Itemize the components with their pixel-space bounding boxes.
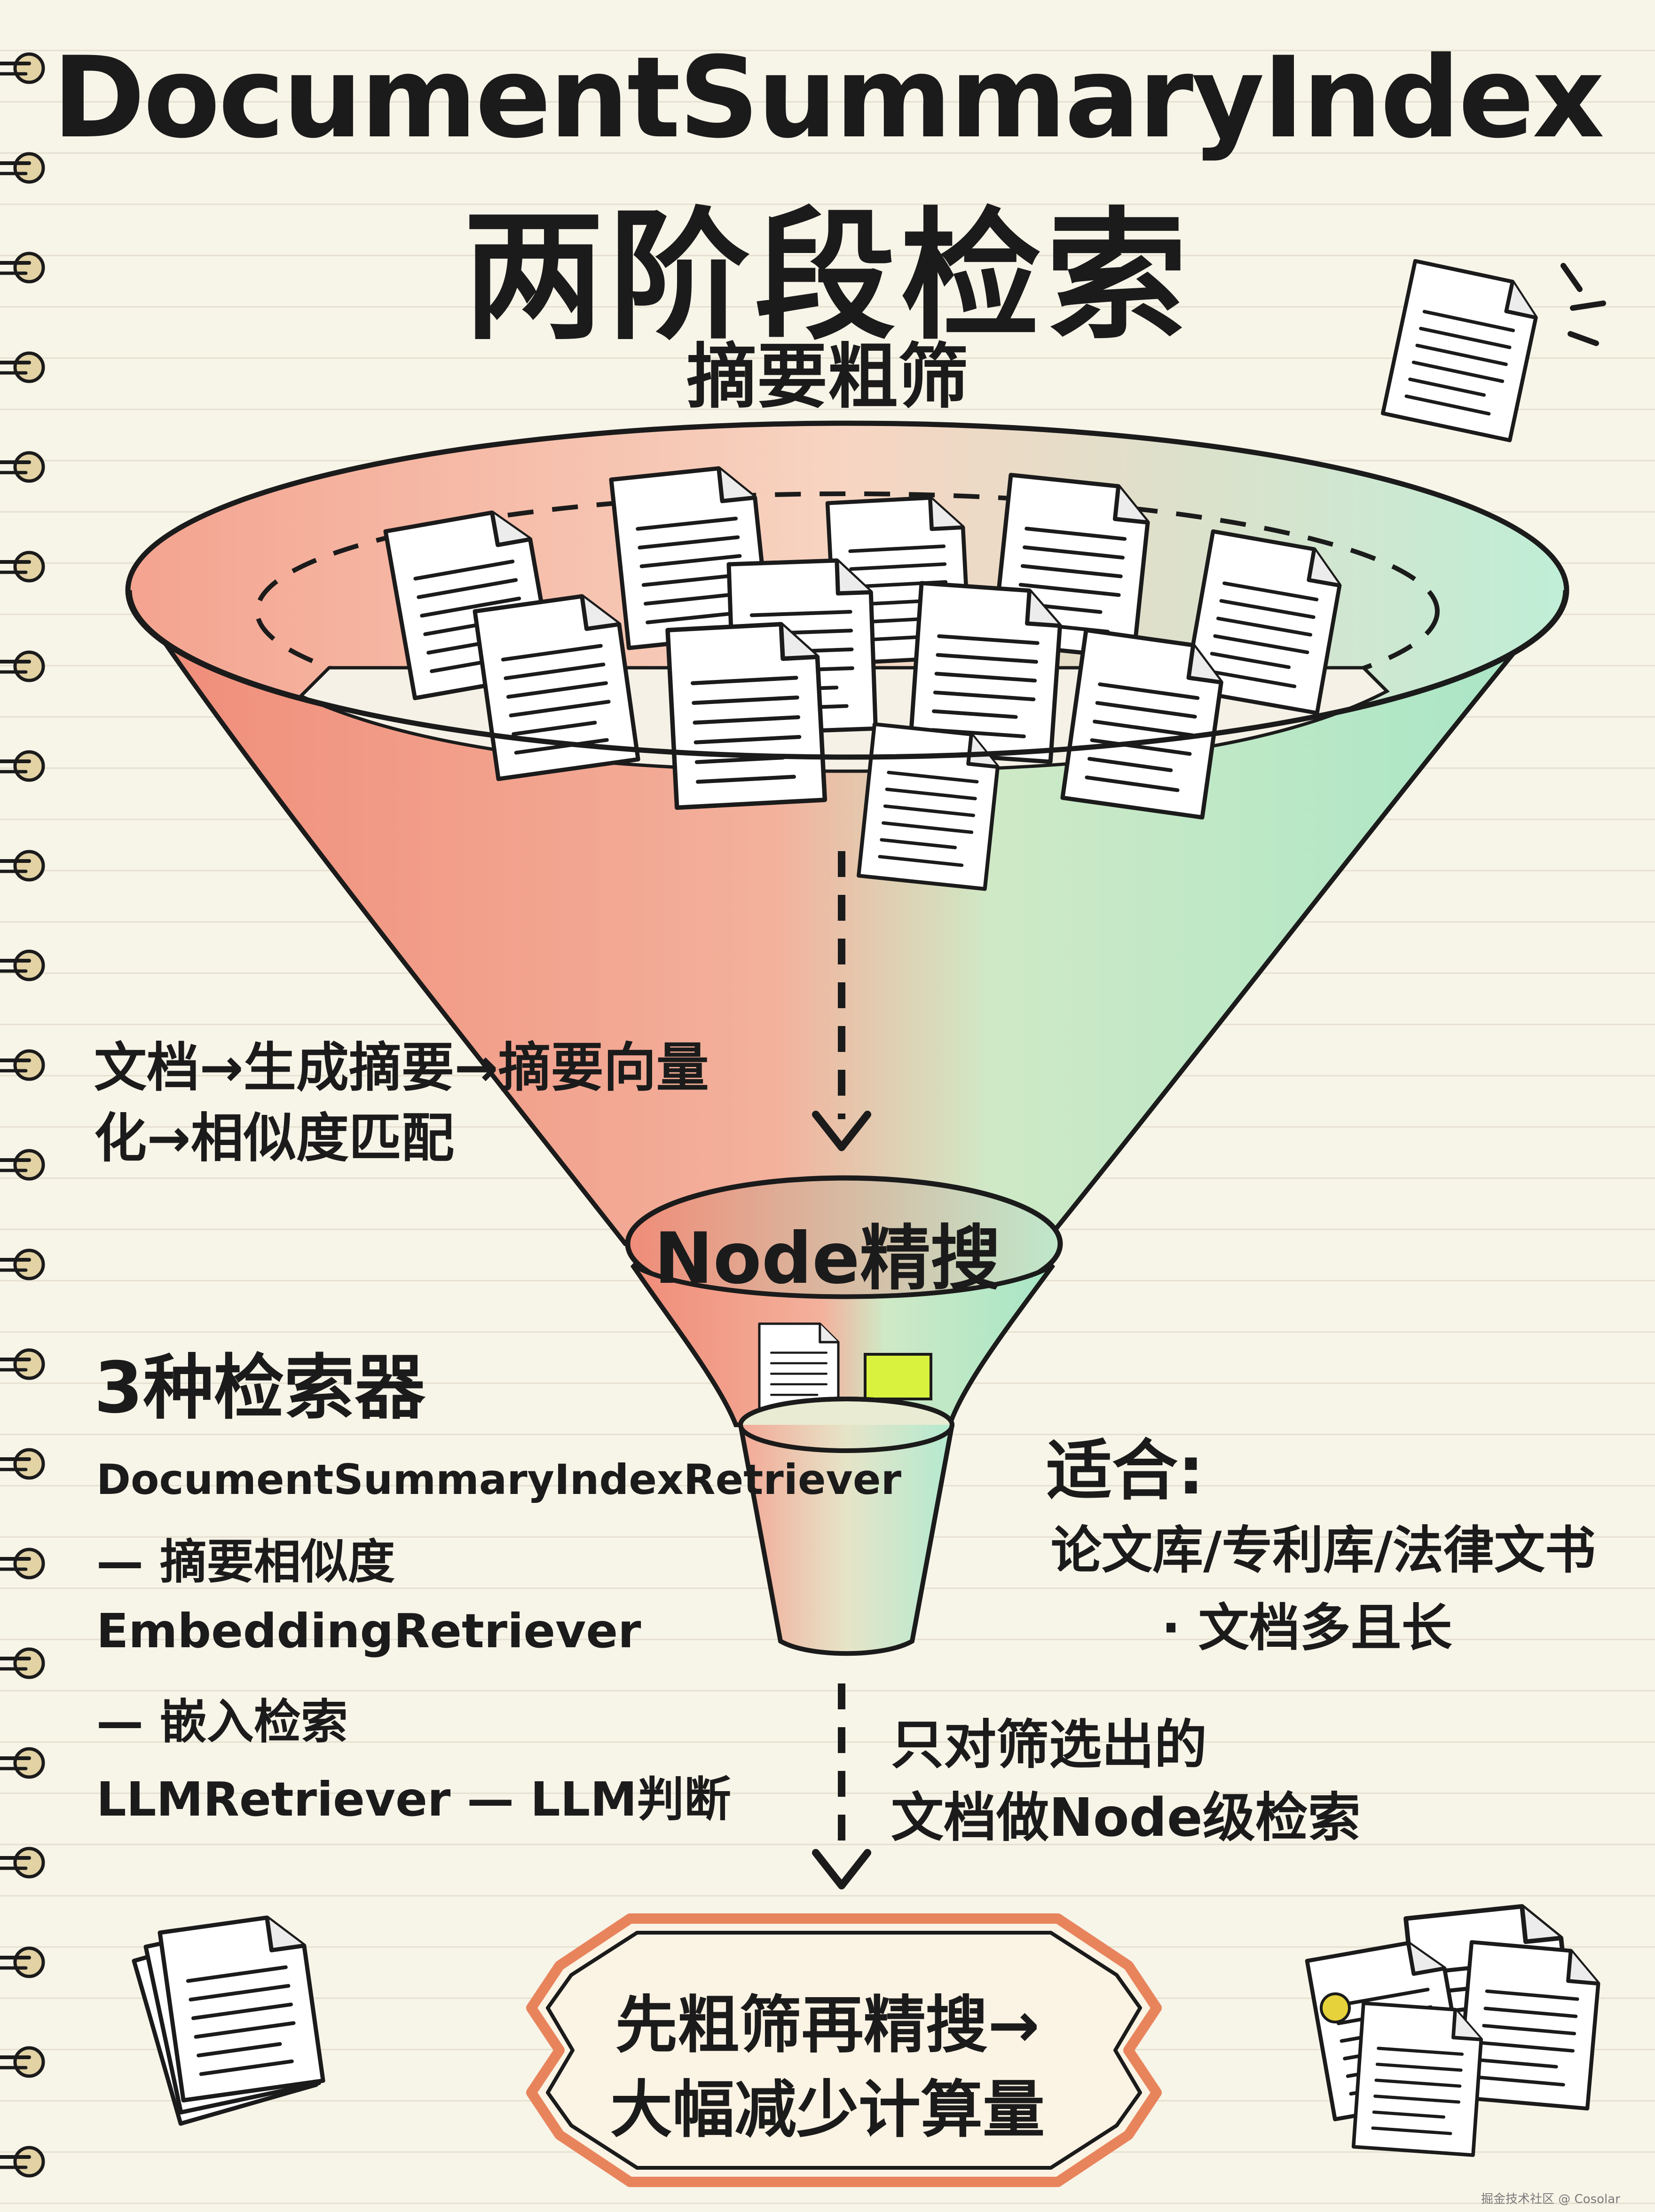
summary-line: 先粗筛再精搜→ (615, 1989, 1040, 2062)
summary-line: 大幅减少计算量 (610, 2074, 1045, 2146)
watermark: 掘金技术社区 @ Cosolar (1481, 2192, 1620, 2206)
spiral-binding-icon (0, 52, 45, 2178)
page-subtitle: 两阶段检索 (463, 195, 1192, 359)
note-line: 文档做Node级检索 (891, 1787, 1361, 1849)
retriever-item: — 嵌入检索 (96, 1694, 348, 1749)
retriever-item: DocumentSummaryIndexRetriever (96, 1455, 902, 1504)
suitable-line: 论文库/专利库/法律文书 (1051, 1521, 1596, 1580)
retrievers-title: 3种检索器 (94, 1347, 426, 1429)
stage1-label: 摘要粗筛 (686, 336, 969, 418)
document-icon (1383, 261, 1606, 440)
note-line: 只对筛选出的 (891, 1714, 1207, 1776)
summary-badge (526, 1913, 1162, 2187)
flow-text-line-2: 化→相似度匹配 (94, 1108, 454, 1169)
arrow-down-icon (812, 1111, 871, 1151)
retriever-item: EmbeddingRetriever (96, 1604, 641, 1659)
suitable-title: 适合: (1046, 1433, 1204, 1509)
flow-text-line-1: 文档→生成摘要→摘要向量 (94, 1037, 709, 1098)
retriever-item: LLMRetriever — LLM判断 (96, 1772, 731, 1827)
document-stack-icon (1307, 1903, 1601, 2155)
stage2-label: Node精搜 (654, 1218, 1001, 1300)
retriever-item: — 摘要相似度 (96, 1534, 395, 1589)
page-title: DocumentSummaryIndex (52, 33, 1604, 163)
suitable-line: · 文档多且长 (1161, 1599, 1452, 1658)
